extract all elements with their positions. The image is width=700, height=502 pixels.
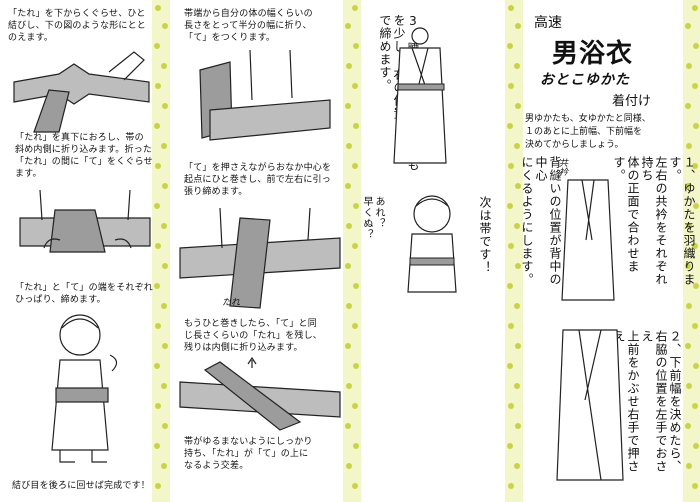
title-kitsuke: 着付け xyxy=(612,94,652,109)
cross-drawing xyxy=(179,356,341,431)
step1b-text: 背縫いの位置が背中の中心 にくるようにします。 xyxy=(520,156,562,286)
caption-pull-ends: 「たれ」と「て」の端をそれぞれ ひっぱり、締めます。 xyxy=(15,283,154,305)
intro-text: 男ゆかたも、女ゆかたと同様、 １のあとに上前幅、下前幅を 決めてからしましょう。 xyxy=(525,114,651,150)
illustration-make-te xyxy=(180,49,340,150)
illustration-boy-back xyxy=(40,310,130,470)
decorative-band-1 xyxy=(152,0,170,502)
step1-text: １、ゆかたを羽織ります。 左右の共衿をそれぞれ持ち 体の正面で合わせます。 xyxy=(612,156,696,286)
illustration-knot-shape xyxy=(13,51,150,133)
robe-overlap-drawing xyxy=(556,329,624,481)
illustration-waist-tie xyxy=(380,27,460,168)
illustration-step1 xyxy=(558,179,618,301)
label-tomoeri: 共衿 xyxy=(557,158,567,176)
boy-back-drawing xyxy=(51,314,118,463)
next-obi-text: 次は帯です！ xyxy=(478,196,492,274)
caption-fold-tare: 「たれ」を真下におろし、帯の 斜め内側に折り込みます。折った 「たれ」の間に「て… xyxy=(15,133,153,179)
obi-knot-drawing xyxy=(13,51,150,133)
floral-band-pattern xyxy=(152,0,170,502)
te-fold-drawing xyxy=(199,49,331,141)
boy-front-drawing xyxy=(407,195,457,293)
illustration-boy-front xyxy=(392,192,472,302)
kimono-figure-drawing xyxy=(393,27,447,164)
wrap-drawing xyxy=(179,207,341,309)
decorative-band-4 xyxy=(683,0,700,502)
label-tare: たれ xyxy=(222,298,241,308)
robe-drawing xyxy=(561,179,615,301)
caption-second-wrap: もうひと巻きしたら、「て」と同 じ長さくらいの「たれ」を残し、 残りは内側に折り… xyxy=(184,319,323,353)
illustration-step2 xyxy=(555,329,625,481)
caption-wrap-tighten: 「て」を押さえながらおなか中心を 起点にひと巻きし、前で左右に引っ 張り締めます… xyxy=(184,163,332,197)
decorative-band-2 xyxy=(343,0,361,502)
caption-complete: 結び目を後ろに回せば完成です！ xyxy=(12,481,151,491)
floral-band-pattern xyxy=(505,0,523,502)
caption-tie-knot: 「たれ」を下からくぐらせ、ひと 結びし、下の図のような形にとと のえます。 xyxy=(8,9,147,43)
title-kousoku: 高速 xyxy=(534,15,562,31)
title-main: 男浴衣 xyxy=(552,39,634,69)
floral-band-pattern xyxy=(683,0,700,502)
illustration-cross xyxy=(179,356,341,432)
floral-band-pattern xyxy=(343,0,361,502)
caption-make-te: 帯端から自分の体の幅くらいの 長さをとって半分の幅に折り、 「て」をつくります。 xyxy=(184,9,313,43)
illustration-wrap xyxy=(179,207,341,309)
caption-cross-obi: 帯がゆるまないようにしっかり 持ち、「たれ」が「て」の上に なるよう交差。 xyxy=(184,437,313,471)
decorative-band-3 xyxy=(505,0,523,502)
illustration-fold-tare xyxy=(19,189,151,270)
speech-bubble-text: あれ？ 早くぬ？ xyxy=(361,196,384,240)
obi-fold-drawing xyxy=(19,189,151,253)
title-kana: おとこゆかた xyxy=(540,72,630,88)
